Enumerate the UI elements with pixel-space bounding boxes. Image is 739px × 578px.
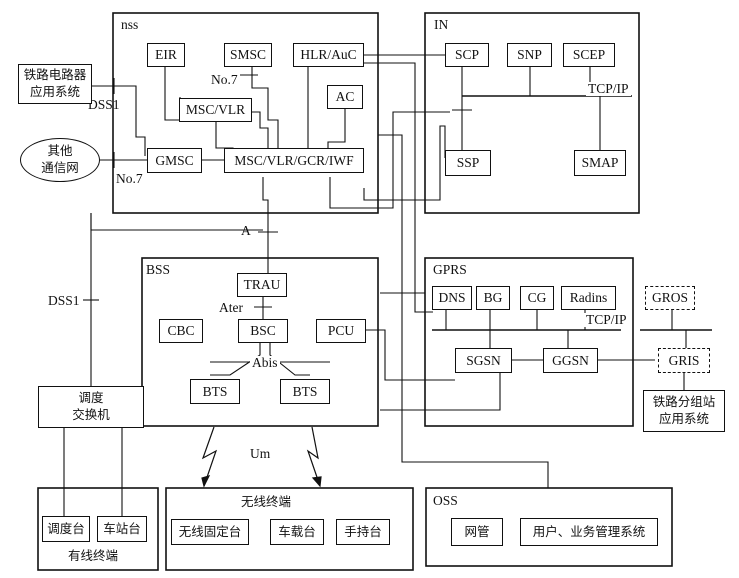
gros-node: GROS — [645, 286, 695, 310]
ssp-node: SSP — [445, 150, 491, 176]
railway-station-line2: 应用系统 — [658, 411, 709, 426]
oss-frame — [425, 487, 673, 567]
wireless-terminal-frame — [165, 487, 414, 571]
bts-right-node: BTS — [280, 379, 330, 404]
other-network-node: 其他 通信网 — [20, 138, 100, 182]
lightning-icon-left — [201, 426, 218, 487]
no7-bottom-label: No.7 — [116, 171, 143, 186]
scp-node: SCP — [445, 43, 489, 67]
dss1-top-label: DSS1 — [88, 97, 120, 112]
gris-node: GRIS — [658, 348, 710, 373]
nss-frame — [112, 12, 379, 214]
um-label: Um — [250, 446, 271, 461]
wired-terminal-frame — [37, 487, 159, 571]
snp-node: SNP — [507, 43, 552, 67]
a-interface-link — [262, 177, 269, 273]
smsc-link — [251, 66, 279, 156]
lightning-icon-right — [306, 426, 321, 487]
wired-terminal-label: 有线终端 — [68, 548, 119, 563]
bss-frame — [141, 257, 379, 427]
lightning-arrow-left — [201, 475, 211, 488]
pcu-sgsn-link — [366, 329, 455, 381]
power-system-link — [91, 85, 146, 156]
station-console-node: 车站台 — [97, 516, 147, 542]
oss-label: OSS — [433, 493, 458, 508]
cbc-node: CBC — [159, 319, 203, 343]
oss-link — [401, 315, 549, 488]
bts-left-node: BTS — [190, 379, 240, 404]
pcu-node: PCU — [316, 319, 366, 343]
other-network-line2: 通信网 — [41, 160, 79, 175]
ac-node: AC — [327, 85, 363, 109]
bsc-bts-left-link — [210, 341, 261, 376]
nss-gprs-trunk — [378, 134, 403, 315]
in-frame — [424, 12, 640, 214]
a-interface-label: A — [241, 223, 251, 238]
smsc-node: SMSC — [224, 43, 272, 67]
vehicle-set-node: 车载台 — [270, 519, 324, 545]
smap-node: SMAP — [574, 150, 626, 176]
lightning-arrow-right — [311, 476, 322, 488]
railway-station-system-node: 铁路分组站 应用系统 — [643, 390, 725, 432]
bsc-bts-right-link — [269, 341, 310, 376]
cg-node: CG — [520, 286, 554, 310]
railway-power-line1: 铁路电路器 — [23, 67, 87, 83]
ggsn-node: GGSN — [543, 348, 598, 373]
handheld-set-node: 手持台 — [336, 519, 390, 545]
dss1-left-label: DSS1 — [48, 293, 80, 308]
sgsn-node: SGSN — [455, 348, 512, 373]
dispatch-switch-node: 调度 交换机 — [38, 386, 144, 428]
dispatch-switch-line2: 交换机 — [72, 407, 110, 422]
gmsc-node: GMSC — [147, 148, 202, 173]
bss-label: BSS — [146, 262, 171, 277]
scep-node: SCEP — [563, 43, 615, 67]
dispatch-switch-line1: 调度 — [78, 390, 104, 406]
bg-node: BG — [476, 286, 510, 310]
user-service-mgmt-node: 用户、业务管理系统 — [520, 518, 658, 546]
no7-top-label: No.7 — [211, 72, 238, 87]
railway-station-line1: 铁路分组站 — [652, 394, 716, 410]
radins-node: Radins — [561, 286, 616, 310]
tcpip-in-label: TCP/IP — [586, 81, 631, 96]
bss-sgsn-link2 — [380, 372, 501, 411]
nss-label: nss — [121, 17, 139, 32]
dss1-left-link — [90, 213, 263, 231]
wireless-terminal-label: 无线终端 — [241, 494, 292, 509]
hlr-gprs-link — [364, 62, 433, 313]
bsc-node: BSC — [238, 319, 288, 343]
railway-power-line2: 应用系统 — [29, 84, 80, 99]
msc-vlr-gcr-iwf-node: MSC/VLR/GCR/IWF — [224, 148, 364, 173]
tcpip-gprs-label: TCP/IP — [584, 312, 629, 327]
gprs-label: GPRS — [433, 262, 467, 277]
msc-ssp-link — [363, 125, 446, 201]
msc-vlr-node: MSC/VLR — [179, 98, 252, 122]
trau-node: TRAU — [237, 273, 287, 297]
other-network-line1: 其他 — [47, 143, 73, 159]
msc-in-link — [329, 111, 450, 209]
network-mgmt-node: 网管 — [451, 518, 503, 546]
in-label: IN — [434, 17, 449, 32]
wireless-fixed-node: 无线固定台 — [171, 519, 249, 545]
gprs-frame — [424, 257, 634, 427]
dns-node: DNS — [432, 286, 472, 310]
eir-node: EIR — [147, 43, 185, 67]
railway-power-system-node: 铁路电路器 应用系统 — [18, 64, 92, 104]
dispatch-console-node: 调度台 — [42, 516, 90, 542]
abis-label: Abis — [250, 355, 280, 370]
hlr-auc-node: HLR/AuC — [293, 43, 364, 67]
um-lightning-icons — [201, 426, 322, 488]
ater-label: Ater — [219, 300, 243, 315]
